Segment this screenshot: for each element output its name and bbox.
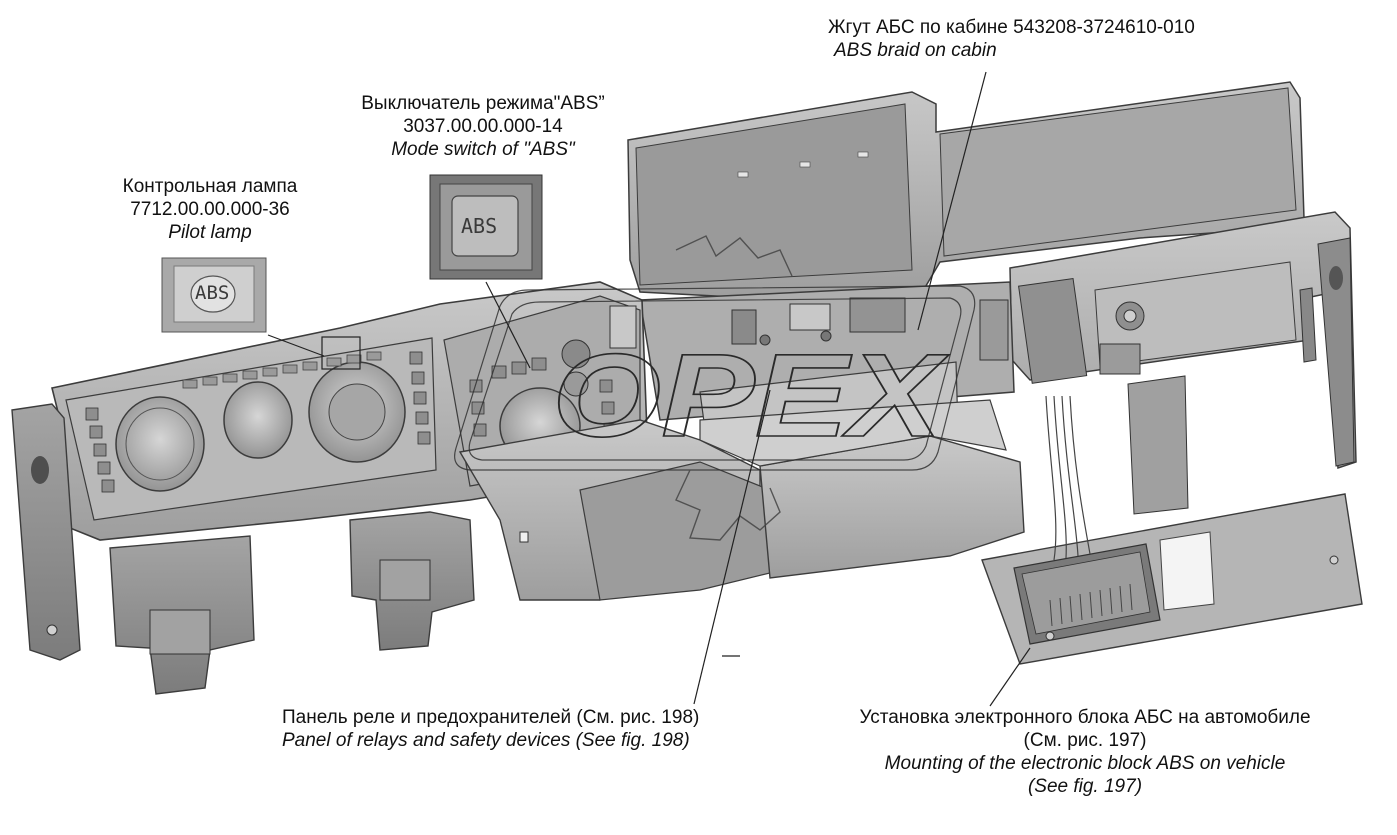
leader-pilot-lamp (267, 334, 325, 357)
callout-pilot-lamp: Контрольная лампа 7712.00.00.000-36 Pilo… (70, 175, 350, 244)
callout-relay-panel: Панель реле и предохранителей (См. рис. … (282, 706, 802, 752)
watermark-text: OPEX (552, 330, 949, 462)
mode-switch-face-label: ABS (461, 214, 498, 238)
ecu-mount-ru: Установка электронного блока АБС на авто… (859, 707, 1311, 728)
ecu-mount (981, 395, 1363, 665)
leader-ecu-mount (989, 647, 1031, 707)
leader-abs-harness (917, 71, 987, 331)
pilot-lamp-inset (161, 257, 267, 333)
center-console (458, 399, 1025, 601)
mode-switch-ru: Выключатель режима"ABS” (361, 93, 605, 114)
pilot-lamp-face-label: ABS (195, 282, 230, 304)
abs-harness-en: ABS braid on cabin (834, 40, 997, 61)
right-frame (1009, 211, 1357, 515)
watermark-outline (454, 235, 976, 541)
leader-mode-switch (485, 281, 531, 369)
ecu-mount-en-ref: (See fig. 197) (1027, 776, 1143, 797)
lower-brackets (109, 511, 475, 695)
upper-cover (627, 81, 1305, 301)
relay-panel-ru: Панель реле и предохранителей (См. рис. … (282, 707, 700, 728)
ecu-mount-ru-ref: (См. рис. 197) (1023, 730, 1147, 751)
pilot-lamp-ru: Контрольная лампа (122, 176, 298, 197)
leader-lines (267, 71, 1031, 707)
mode-switch-en: Mode switch of "ABS" (391, 139, 575, 160)
left-bracket (11, 403, 81, 661)
mode-switch-inset (429, 174, 543, 280)
callout-mode-switch: Выключатель режима"ABS” 3037.00.00.000-1… (318, 92, 648, 161)
callout-ecu-mount: Установка электронного блока АБС на авто… (800, 706, 1370, 798)
ecu-mount-en: Mounting of the electronic block ABS on … (884, 753, 1286, 774)
callout-abs-harness: Жгут АБС по кабине 543208-3724610-010 AB… (820, 16, 1290, 62)
abs-harness-ru: Жгут АБС по кабине 543208-3724610-010 (828, 17, 1195, 38)
relay-panel-en: Panel of relays and safety devices (See … (282, 730, 690, 751)
mode-switch-part: 3037.00.00.000-14 (403, 116, 563, 137)
pilot-lamp-en: Pilot lamp (168, 222, 252, 243)
pilot-lamp-part: 7712.00.00.000-36 (130, 199, 290, 220)
leader-relay-panel (693, 389, 771, 705)
